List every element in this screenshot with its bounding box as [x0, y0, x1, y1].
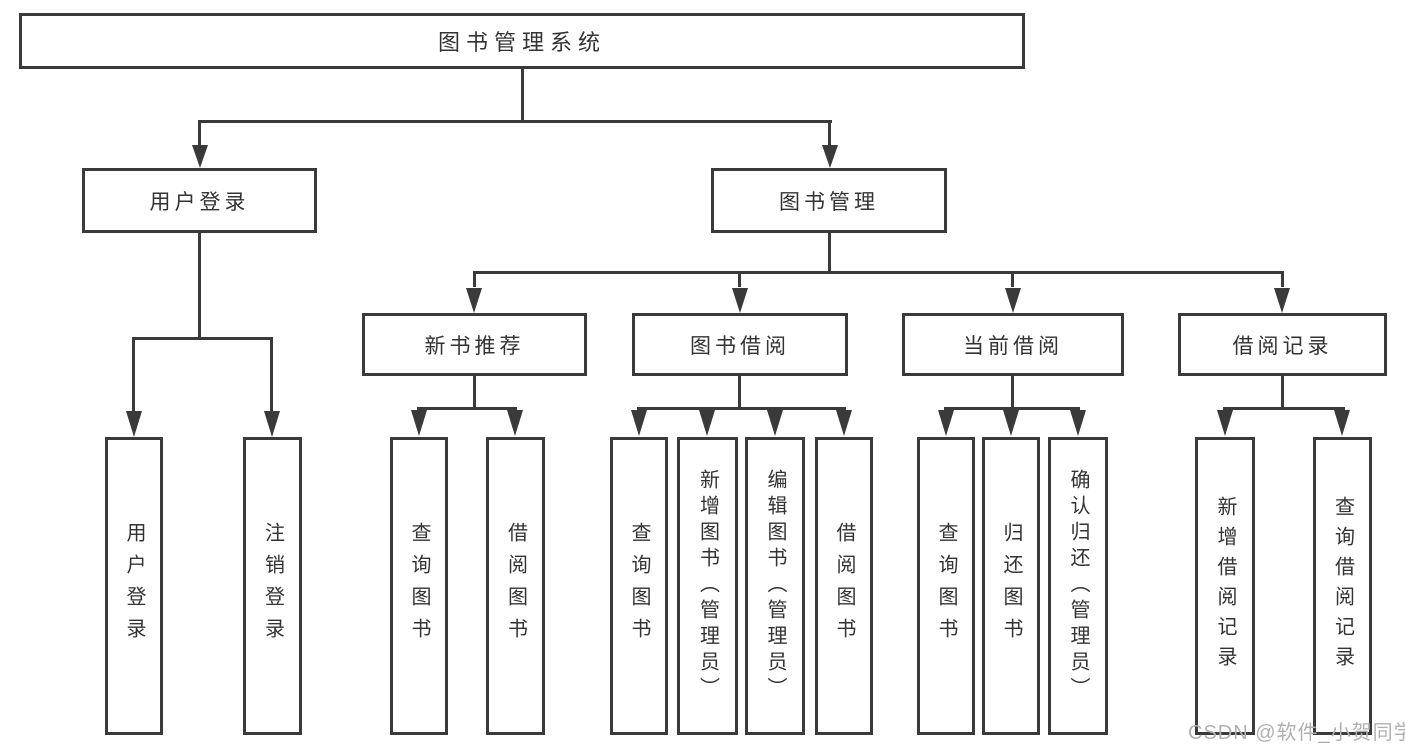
watermark: CSDN @软件_小贺同学: [1188, 722, 1405, 744]
leaf-user-login: 用户登录: [105, 437, 163, 735]
leaf-label: 注销登录: [261, 522, 284, 650]
node-new-book-recommendation: 新书推荐: [362, 313, 587, 376]
leaf-label: 借阅图书: [833, 522, 855, 650]
connector-line: [828, 233, 831, 271]
arrowhead-down-icon: [631, 410, 647, 436]
node-label: 图书借阅: [690, 334, 790, 358]
leaf-add-book-admin: 新增图书（管理员）: [677, 437, 738, 735]
arrowhead-down-icon: [126, 411, 142, 437]
leaf-return-books: 归还图书: [982, 437, 1040, 735]
node-borrowing-records: 借阅记录: [1178, 313, 1387, 376]
leaf-label: 查询图书: [935, 522, 957, 650]
arrowhead-down-icon: [732, 288, 748, 313]
connector-line: [1281, 274, 1284, 287]
connector-line: [1281, 376, 1284, 407]
connector-line: [828, 123, 831, 145]
connector-line: [1011, 274, 1014, 287]
connector-line: [132, 340, 135, 411]
connector-line: [637, 407, 846, 410]
node-label: 图书管理: [779, 190, 879, 214]
connector-line: [944, 407, 1080, 410]
leaf-confirm-return-admin: 确认归还（管理员）: [1048, 437, 1108, 735]
leaf-label: 确认归还（管理员）: [1067, 469, 1089, 703]
node-label: 当前借阅: [963, 334, 1063, 358]
arrowhead-down-icon: [938, 410, 954, 436]
arrowhead-down-icon: [836, 410, 852, 436]
arrowhead-down-icon: [411, 410, 427, 436]
leaf-label: 借阅图书: [504, 522, 527, 650]
leaf-label: 查询图书: [408, 522, 430, 650]
leaf-label: 归还图书: [1000, 522, 1022, 650]
connector-line: [198, 120, 832, 123]
leaf-label: 查询图书: [628, 522, 650, 650]
connector-line: [132, 337, 273, 340]
arrowhead-down-icon: [822, 145, 838, 168]
connector-line: [270, 340, 273, 411]
leaf-label: 编辑图书（管理员）: [764, 469, 786, 703]
connector-line: [198, 233, 201, 337]
arrowhead-down-icon: [1217, 410, 1233, 436]
leaf-query-books-current: 查询图书: [917, 437, 975, 735]
node-book-management: 图书管理: [711, 168, 947, 233]
connector-line: [417, 407, 517, 410]
node-user-login: 用户登录: [82, 168, 317, 233]
node-label: 借阅记录: [1232, 334, 1333, 358]
arrowhead-down-icon: [767, 410, 783, 436]
leaf-add-borrow-record: 新增借阅记录: [1195, 437, 1255, 735]
arrowhead-down-icon: [264, 411, 280, 437]
leaf-borrow-books-borrowing: 借阅图书: [815, 437, 873, 735]
node-label: 用户登录: [149, 190, 250, 214]
connector-line: [473, 271, 1284, 274]
leaf-label: 用户登录: [123, 522, 145, 650]
connector-line: [1011, 376, 1014, 407]
connector-line: [473, 274, 476, 287]
node-system-root: 图书管理系统: [19, 13, 1025, 69]
arrowhead-down-icon: [466, 288, 482, 313]
connector-line: [473, 376, 476, 407]
arrowhead-down-icon: [1274, 288, 1290, 313]
node-label: 新书推荐: [424, 334, 525, 358]
connector-line: [1223, 407, 1345, 410]
connector-line: [198, 123, 201, 145]
leaf-edit-book-admin: 编辑图书（管理员）: [745, 437, 805, 735]
arrowhead-down-icon: [192, 145, 208, 168]
connector-line: [521, 69, 524, 120]
leaf-label: 新增图书（管理员）: [696, 469, 719, 703]
arrowhead-down-icon: [699, 410, 715, 436]
arrowhead-down-icon: [1070, 410, 1086, 436]
node-label: 图书管理系统: [437, 30, 606, 55]
leaf-query-books-recommend: 查询图书: [390, 437, 448, 735]
node-current-borrowing: 当前借阅: [902, 313, 1124, 376]
leaf-label: 查询借阅记录: [1331, 496, 1354, 676]
arrowhead-down-icon: [1003, 410, 1019, 436]
arrowhead-down-icon: [1005, 288, 1021, 313]
arrowhead-down-icon: [507, 410, 523, 436]
leaf-logout: 注销登录: [243, 437, 302, 735]
connector-line: [738, 274, 741, 287]
arrowhead-down-icon: [1334, 410, 1350, 436]
node-book-borrowing: 图书借阅: [632, 313, 848, 376]
leaf-query-books-borrowing: 查询图书: [610, 437, 668, 735]
leaf-borrow-books-recommend: 借阅图书: [486, 437, 545, 735]
leaf-label: 新增借阅记录: [1214, 496, 1236, 676]
leaf-query-borrow-record: 查询借阅记录: [1313, 437, 1372, 735]
connector-line: [738, 376, 741, 407]
